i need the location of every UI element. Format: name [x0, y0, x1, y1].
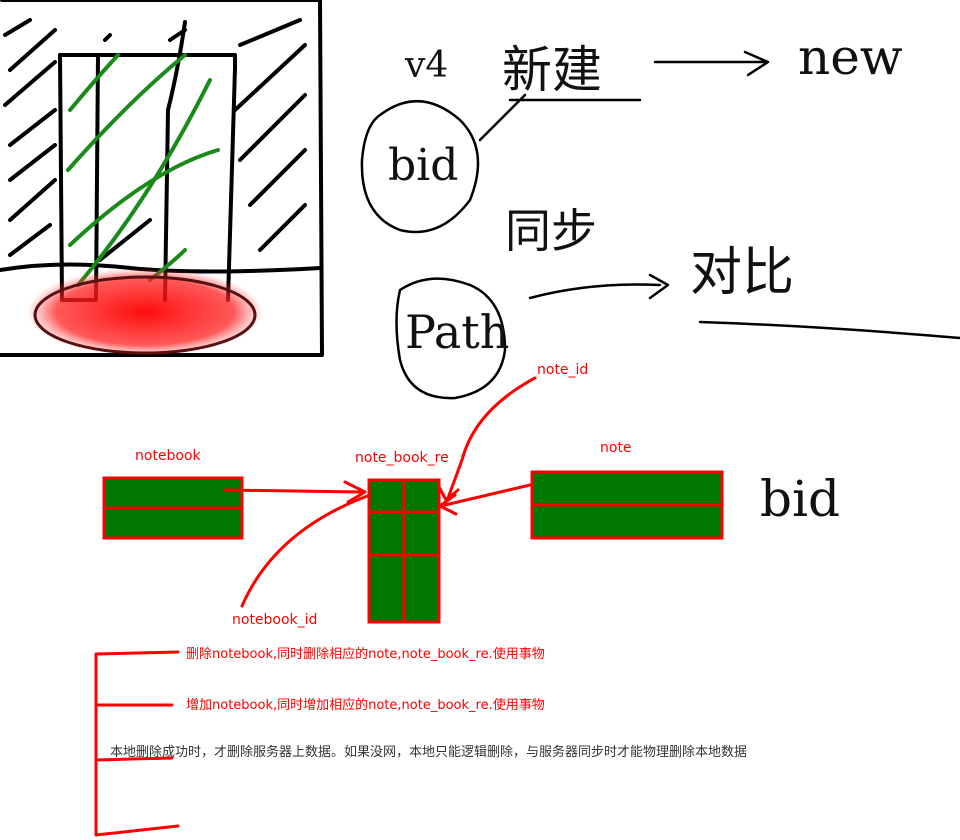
handwriting-bid-right: bid [760, 470, 841, 528]
hatched-sketch [0, 0, 324, 357]
fk-label-note-id: note_id [537, 362, 589, 378]
table-note [530, 470, 724, 540]
handwriting-v4: v4 [405, 45, 449, 86]
table-note-book-re [367, 478, 441, 624]
note-delete: 删除notebook,同时删除相应的note,note_book_re.使用事物 [186, 647, 545, 662]
hatch-lines [3, 18, 307, 262]
table-label-notebook: notebook [135, 448, 201, 464]
note-add: 增加notebook,同时增加相应的note,note_book_re.使用事物 [186, 698, 545, 713]
arrow-bidui [528, 273, 670, 300]
handwriting-bidui: 对比 [690, 243, 795, 303]
handwriting-strokes [360, 50, 960, 400]
sketch-ground [0, 262, 322, 274]
handwriting-new: new [798, 28, 903, 86]
handwriting-path: Path [405, 305, 510, 359]
red-spray-blob [27, 268, 263, 356]
sketch-top-bar [58, 53, 237, 302]
bidui-underline [698, 320, 960, 340]
handwriting-tongbu: 同步 [505, 204, 597, 258]
relation-arrows [94, 376, 537, 837]
arrow-note-to-re [438, 483, 532, 516]
table-notebook [102, 476, 244, 540]
handwriting-bid-circle: bid [388, 140, 459, 191]
table-label-note: note [600, 440, 632, 456]
path-circle [395, 277, 507, 400]
table-label-note-book-re: note_book_re [355, 450, 449, 466]
note-sync: 本地删除成功时，才删除服务器上数据。如果没网，本地只能逻辑删除，与服务器同步时才… [110, 745, 748, 760]
arrow-notebook-to-re [223, 480, 367, 504]
arrow-notebook-id [240, 493, 372, 608]
sketch-frame [0, 0, 324, 357]
handwriting-xinjian: 新建 [502, 41, 602, 99]
arrow-new [653, 50, 770, 77]
arrow-note-id [436, 376, 537, 502]
note-bracket [94, 650, 180, 837]
connector-line [478, 93, 527, 142]
fk-label-notebook-id: notebook_id [232, 612, 318, 628]
bid-circle [360, 100, 480, 234]
green-marker-strokes [66, 53, 220, 287]
